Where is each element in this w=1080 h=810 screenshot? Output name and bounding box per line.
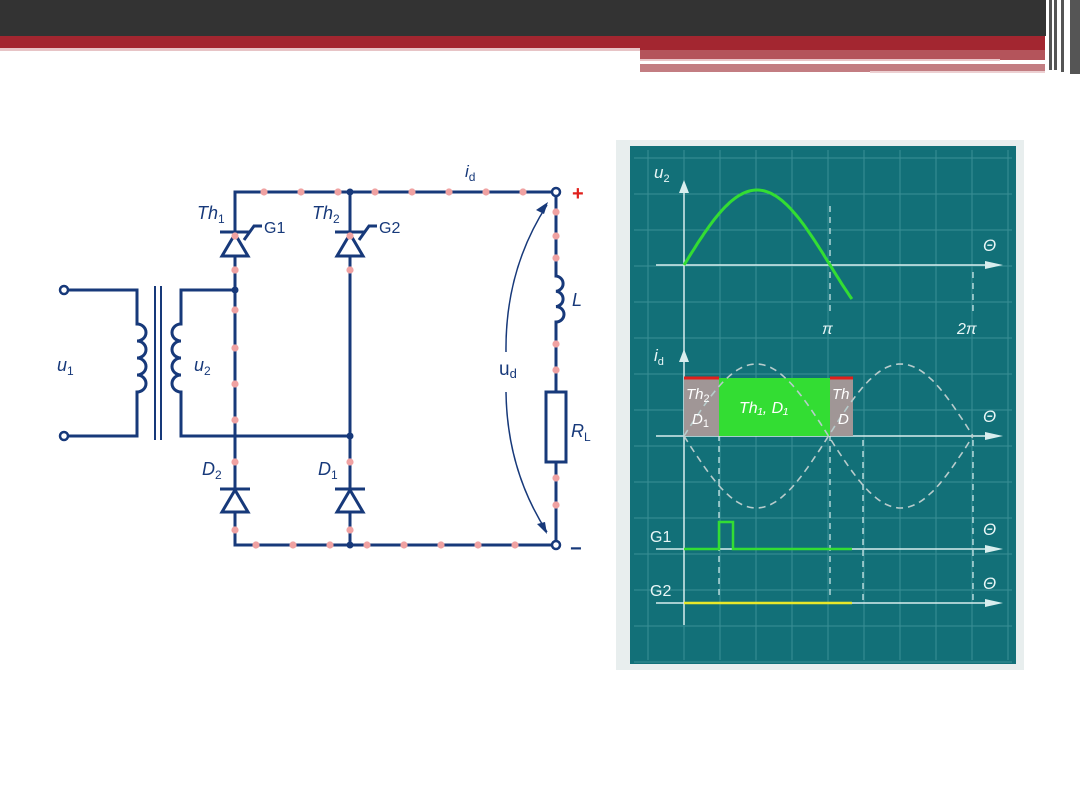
header-thin-line-3 xyxy=(870,71,1045,73)
scope-label-u2: u2 xyxy=(654,163,670,185)
scope-label-g2: G2 xyxy=(650,583,671,600)
label-d2: D2 xyxy=(202,459,222,482)
diode-d2 xyxy=(219,487,251,514)
slide-header-decoration xyxy=(0,0,1080,74)
label-ud: ud xyxy=(499,359,517,381)
input-terminal-bottom xyxy=(58,430,70,442)
block-center-label: Th₁, D₁ xyxy=(739,400,788,417)
thyristor-th1 xyxy=(219,224,262,258)
current-flow-dots xyxy=(231,188,560,549)
label-rl: RL xyxy=(571,421,591,444)
conduction-block-right xyxy=(830,378,853,436)
label-th2: Th2 xyxy=(312,203,340,226)
header-red-stripe xyxy=(0,36,1045,50)
label-minus: − xyxy=(570,538,582,560)
circuit-wires xyxy=(66,190,558,547)
block-left-line1: Th2 xyxy=(686,386,710,405)
theta-label-g2: Θ xyxy=(983,574,996,593)
secondary-winding xyxy=(170,322,182,394)
header-thin-line-1 xyxy=(640,59,1000,61)
scope-label-g1: G1 xyxy=(650,529,671,546)
thyristor-th2 xyxy=(334,224,377,258)
theta-label-g1: Θ xyxy=(983,520,996,539)
ud-arrow-head-top xyxy=(536,202,548,214)
label-g1: G1 xyxy=(264,220,285,237)
scope-label-id: id xyxy=(654,346,664,368)
theta-label-id: Θ xyxy=(983,407,996,426)
label-l: L xyxy=(572,290,582,310)
ud-arrow-head-bottom xyxy=(537,522,547,534)
diode-d1 xyxy=(334,487,366,514)
u2-axis-arrow xyxy=(679,180,689,193)
inductor-l xyxy=(555,274,566,324)
theta-axis-arrows xyxy=(985,261,1003,607)
transformer xyxy=(136,286,182,440)
resistor-rl xyxy=(544,390,568,464)
g1-gate-pulse xyxy=(684,520,852,551)
label-u1: u1 xyxy=(57,355,74,378)
primary-winding xyxy=(136,322,148,394)
header-stripe-step xyxy=(640,50,1045,60)
header-thin-line-2 xyxy=(640,64,1045,72)
output-terminal-minus xyxy=(550,539,562,551)
ud-voltage-arrow xyxy=(505,204,548,533)
junction-dots xyxy=(231,188,354,549)
label-plus: + xyxy=(572,183,584,205)
header-vertical-bars xyxy=(1046,0,1070,74)
input-terminal-top xyxy=(58,284,70,296)
label-g2: G2 xyxy=(379,220,400,237)
label-th1: Th1 xyxy=(197,203,225,226)
header-pink-line xyxy=(0,48,640,51)
conduction-block-th2-d1 xyxy=(684,378,719,436)
output-terminal-plus xyxy=(550,186,562,198)
label-u2: u2 xyxy=(194,355,211,378)
header-dark-bar xyxy=(0,0,1080,36)
pi-tick-label: π xyxy=(822,321,833,338)
gate-lead-g2 xyxy=(357,224,377,241)
id-axis-arrow xyxy=(679,349,689,362)
waveform-panel: u2 id Θ Θ Θ Θ π 2π G1 G2 Th2 D1 Th₁, D₁ … xyxy=(616,140,1024,670)
conduction-block-th1-d1 xyxy=(719,378,830,436)
block-right-line2: D xyxy=(838,411,849,428)
label-id: id xyxy=(465,162,475,184)
label-d1: D1 xyxy=(318,459,338,482)
u2-waveform xyxy=(682,188,854,300)
block-left-line2: D1 xyxy=(692,411,709,430)
two-pi-tick-label: 2π xyxy=(956,321,977,338)
block-right-line1: Th xyxy=(832,386,850,403)
rectifier-circuit: id + − Th1 G1 Th2 G2 D2 D1 u1 u2 ud L RL xyxy=(57,162,591,560)
gate-lead-g1 xyxy=(242,224,262,241)
theta-label-u2: Θ xyxy=(983,236,996,255)
